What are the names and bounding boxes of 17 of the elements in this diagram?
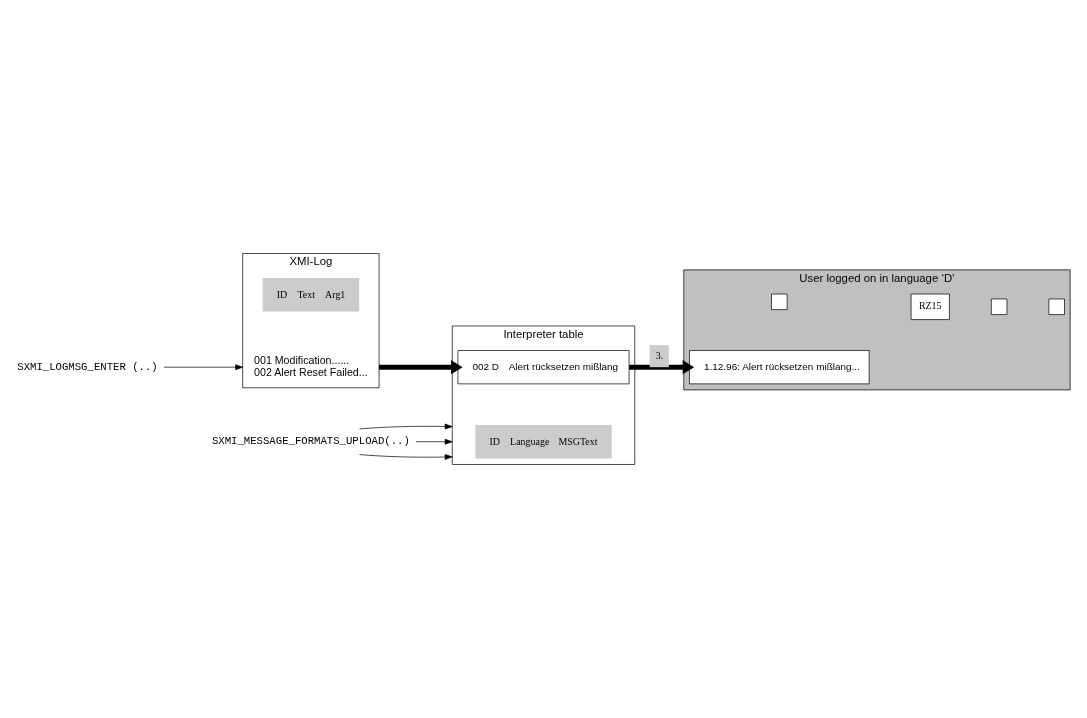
node-box: ID Language MSGText	[475, 425, 612, 459]
node-box	[771, 293, 788, 310]
arrow	[629, 360, 695, 375]
node-box: 002 D Alert rücksetzen mißlang	[457, 350, 630, 385]
node-box: ID Text Arg1	[262, 278, 360, 312]
arrow	[359, 454, 453, 460]
node-box: 1.12.96: Alert rücksetzen mißlang...	[689, 350, 870, 385]
node-text: SXMI_MESSAGE_FORMATS_UPLOAD(..)	[211, 435, 410, 448]
arrow	[379, 360, 463, 375]
node-box	[1048, 298, 1065, 315]
node-box	[990, 298, 1008, 315]
arrow	[163, 364, 244, 370]
node-text: SXMI_LOGMSG_ENTER (..)	[17, 360, 158, 373]
arrow	[359, 423, 453, 430]
arrow	[415, 438, 453, 445]
edge-label: 3.	[655, 350, 664, 362]
node-box: RZ15	[910, 293, 950, 320]
